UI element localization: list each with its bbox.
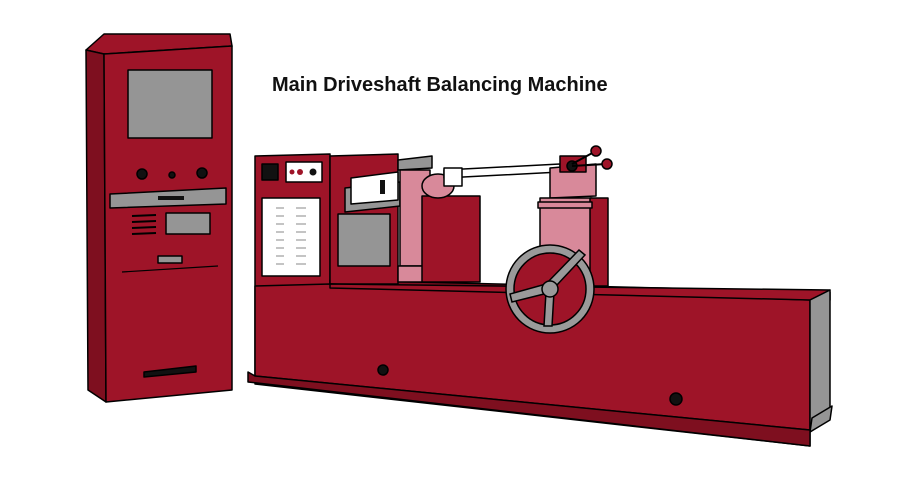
panel-black-square [261,163,279,181]
console-panel-divider [121,265,219,273]
support-stand-trim [537,201,593,209]
console-vent [131,214,157,217]
console-card-slot [158,196,184,200]
panel-indicator-box [285,161,323,183]
console-vent [131,232,157,235]
console-knob-center[interactable] [168,171,176,179]
machine-base-skirt [247,371,811,447]
spindle-pedestal [421,195,481,283]
console-small-slot [157,255,183,264]
console-knob-left[interactable] [136,168,148,180]
drive-head-bracket-face [350,171,399,205]
handwheel-hub [541,280,559,298]
control-console-cabinet [85,33,233,403]
drive-head-slot [380,180,385,194]
drive-head-grey-window [337,213,391,267]
clamp-lever-knob-2 [601,158,613,170]
panel-indicator-light-2 [297,169,303,175]
handwheel-icon[interactable] [505,244,595,334]
support-stand-backplate [589,197,609,287]
console-monitor-screen [127,69,213,139]
spindle-top-cover [397,155,433,171]
panel-indicator-light-3 [309,168,317,176]
cabinet-side [85,49,107,403]
balancing-machine [247,145,833,447]
panel-data-sheet [261,197,321,277]
panel-indicator-light-1 [289,169,295,175]
clamp-lever-arm-2 [571,163,607,167]
driveshaft-coupling [443,167,463,187]
machine-base-endcap-foot [809,405,833,433]
base-mounting-hole-1 [377,364,389,376]
console-display-panel [165,212,211,235]
clamp-lever[interactable] [559,145,613,173]
console-knob-right[interactable] [196,167,208,179]
base-mounting-hole-2 [669,392,683,406]
console-vent [131,226,157,229]
data-sheet-lines [276,207,306,265]
console-bottom-slot [143,365,197,378]
page-title: Main Driveshaft Balancing Machine [272,74,608,96]
clamp-lever-knob-1 [590,145,602,157]
console-vent [131,220,157,223]
